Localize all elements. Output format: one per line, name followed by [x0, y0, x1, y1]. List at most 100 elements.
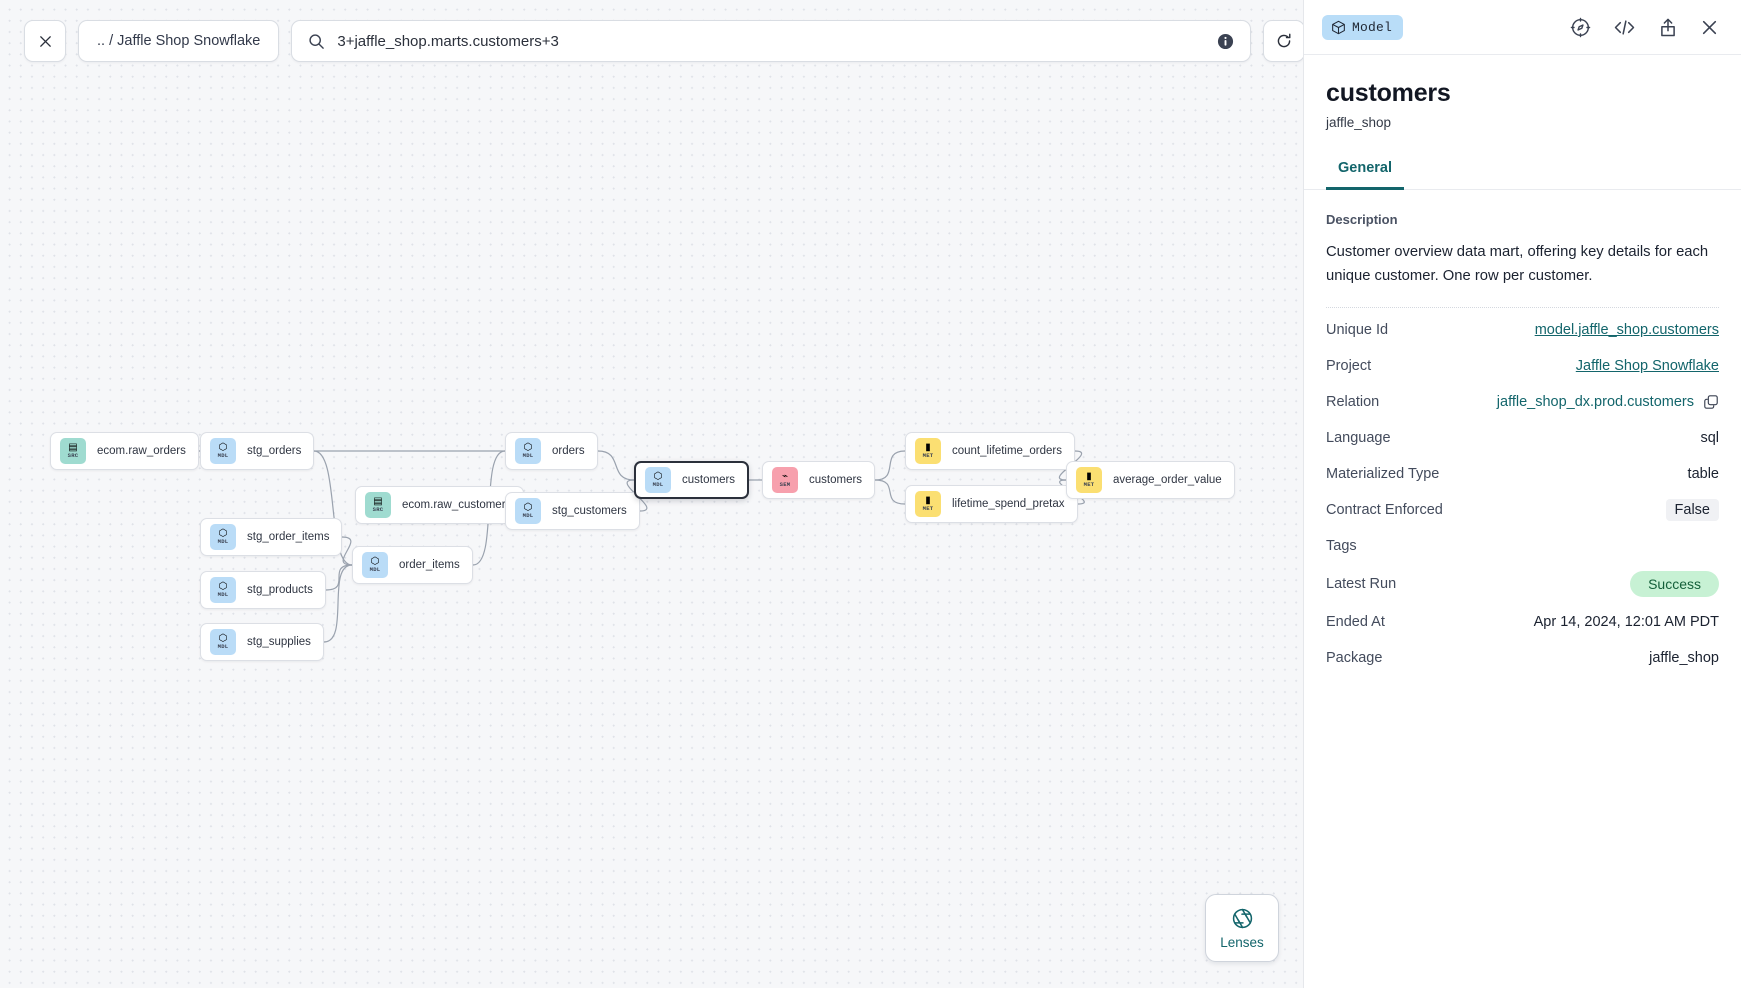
graph-node-label: stg_customers	[552, 505, 627, 517]
property-key: Tags	[1326, 537, 1357, 554]
graph-node-average_order_value[interactable]: ▮MET average_order_value	[1066, 461, 1235, 499]
property-key: Ended At	[1326, 613, 1385, 630]
aperture-icon	[1232, 908, 1252, 928]
property-row: Tags	[1326, 528, 1719, 564]
panel-actions	[1570, 17, 1719, 38]
mdl-badge-icon: ⬡MDL	[515, 438, 541, 464]
property-value: Apr 14, 2024, 12:01 AM PDT	[1534, 614, 1719, 630]
description-text: Customer overview data mart, offering ke…	[1326, 244, 1709, 284]
graph-node-label: customers	[682, 474, 736, 486]
lineage-canvas[interactable]: .. / Jaffle Shop Snowflake	[0, 0, 1303, 988]
graph-edge	[597, 450, 635, 481]
mdl-badge-icon: ⬡MDL	[362, 552, 388, 578]
met-badge-icon: ▮MET	[1076, 467, 1102, 493]
property-value-text: Apr 14, 2024, 12:01 AM PDT	[1533, 613, 1719, 630]
panel-tabs: General	[1304, 160, 1741, 190]
panel-title-block: customers jaffle_shop	[1304, 55, 1741, 130]
property-value: jaffle_shop	[1649, 650, 1719, 666]
graph-node-customers_model[interactable]: ⬡MDL customers	[634, 461, 750, 499]
graph-node-label: ecom.raw_orders	[97, 445, 186, 457]
tab-general[interactable]: General	[1326, 160, 1404, 190]
property-row: Ended At Apr 14, 2024, 12:01 AM PDT	[1326, 604, 1719, 640]
property-value-text[interactable]: Jaffle Shop Snowflake	[1575, 357, 1719, 374]
code-icon[interactable]	[1613, 17, 1636, 38]
refresh-icon	[1278, 33, 1291, 48]
property-row: Latest Run Success	[1326, 564, 1719, 604]
canvas-toolbar: .. / Jaffle Shop Snowflake	[24, 20, 1303, 62]
property-key: Package	[1326, 649, 1383, 666]
resource-type-badge[interactable]: Model	[1322, 14, 1404, 40]
mdl-badge-icon: ⬡MDL	[645, 467, 671, 493]
property-value-text[interactable]: model.jaffle_shop.customers	[1534, 321, 1719, 338]
property-value: Success	[1630, 570, 1719, 597]
property-value: sql	[1700, 430, 1719, 446]
graph-edge	[313, 450, 353, 566]
search-input[interactable]	[337, 32, 1218, 50]
graph-node-order_items[interactable]: ⬡MDL order_items	[352, 546, 473, 584]
page-title: customers	[1326, 79, 1451, 107]
met-badge-icon: ▮MET	[915, 438, 941, 464]
graph-node-ecom_raw_customers[interactable]: ▤SRC ecom.raw_customers	[355, 486, 525, 524]
property-value[interactable]: model.jaffle_shop.customers	[1535, 322, 1719, 338]
property-value[interactable]: Jaffle Shop Snowflake	[1576, 358, 1719, 374]
mdl-badge-icon: ⬡MDL	[210, 629, 236, 655]
graph-node-stg_supplies[interactable]: ⬡MDL stg_supplies	[200, 623, 324, 661]
lineage-search[interactable]	[291, 20, 1252, 62]
property-value-text: sql	[1700, 429, 1719, 446]
refresh-button[interactable]	[1263, 20, 1303, 62]
graph-node-label: order_items	[399, 559, 460, 571]
lenses-label: Lenses	[1220, 934, 1264, 950]
close-lineage-button[interactable]	[24, 20, 66, 62]
property-value-text: jaffle_shop	[1649, 649, 1719, 666]
property-key: Project	[1326, 357, 1372, 374]
close-panel-icon[interactable]	[1700, 18, 1719, 37]
graph-node-label: stg_supplies	[247, 636, 311, 648]
explore-icon[interactable]	[1570, 17, 1591, 38]
graph-edge	[323, 564, 353, 643]
share-icon[interactable]	[1658, 17, 1678, 38]
resource-type-label: Model	[1352, 19, 1393, 35]
property-value: table	[1688, 466, 1719, 482]
lenses-button[interactable]: Lenses	[1205, 894, 1279, 962]
graph-node-label: average_order_value	[1113, 474, 1222, 486]
cube-icon	[1332, 20, 1345, 34]
graph-node-label: count_lifetime_orders	[952, 445, 1062, 457]
panel-subtitle: jaffle_shop	[1326, 115, 1392, 130]
info-icon[interactable]	[1217, 33, 1234, 50]
property-value[interactable]: jaffle_shop_dx.prod.customers	[1497, 394, 1719, 410]
property-key: Materialized Type	[1326, 465, 1440, 482]
property-row: Materialized Type table	[1326, 456, 1719, 492]
property-row: Project Jaffle Shop Snowflake	[1326, 348, 1719, 384]
copy-icon[interactable]	[1703, 394, 1719, 410]
property-row: Package jaffle_shop	[1326, 640, 1719, 676]
src-badge-icon: ▤SRC	[365, 492, 391, 518]
close-icon	[39, 35, 51, 47]
graph-node-count_lifetime_orders[interactable]: ▮MET count_lifetime_orders	[905, 432, 1075, 470]
property-value-text: table	[1687, 465, 1719, 482]
mdl-badge-icon: ⬡MDL	[210, 577, 236, 603]
src-badge-icon: ▤SRC	[60, 438, 86, 464]
status-badge: False	[1665, 498, 1719, 521]
graph-node-label: ecom.raw_customers	[402, 499, 512, 511]
property-value-text[interactable]: jaffle_shop_dx.prod.customers	[1496, 393, 1694, 410]
graph-node-ecom_raw_orders[interactable]: ▤SRC ecom.raw_orders	[50, 432, 199, 470]
property-key: Latest Run	[1326, 575, 1397, 592]
graph-edge	[874, 450, 906, 481]
mdl-badge-icon: ⬡MDL	[210, 524, 236, 550]
breadcrumb[interactable]: .. / Jaffle Shop Snowflake	[78, 20, 280, 62]
sem-badge-icon: ⌁SEM	[772, 467, 798, 493]
details-panel: Model	[1303, 0, 1741, 988]
